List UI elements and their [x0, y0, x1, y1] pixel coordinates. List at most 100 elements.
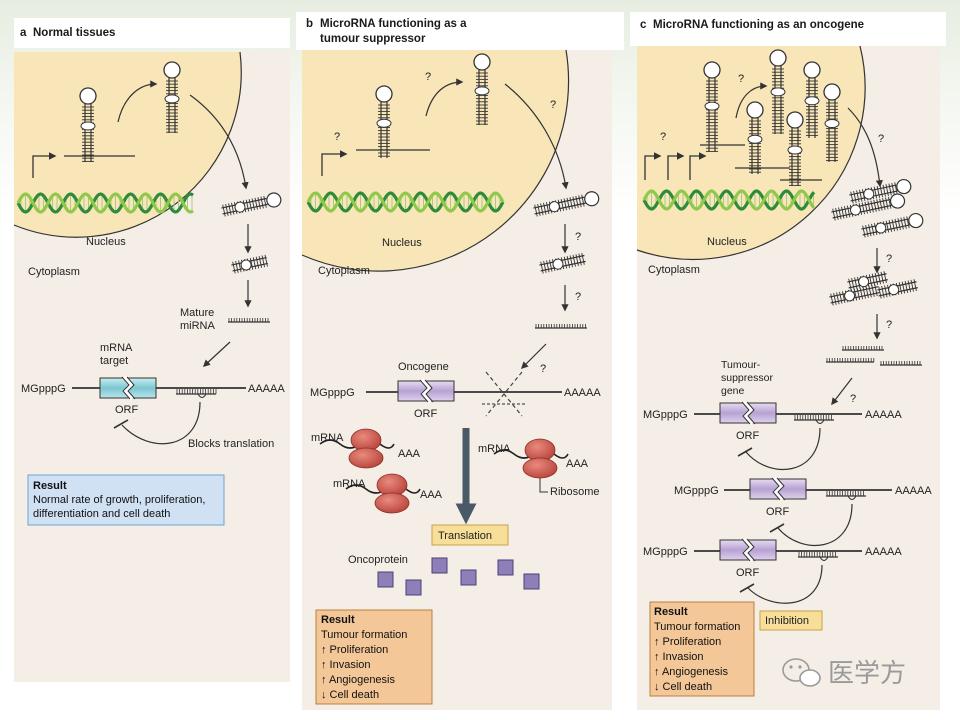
question-b-binding: ? [540, 363, 546, 375]
duplex-bulge [858, 276, 870, 288]
polya-label-c2: AAAAA [895, 485, 932, 497]
duplex-rung [868, 285, 872, 298]
duplex-rung [540, 203, 544, 216]
duplex-rung [249, 257, 254, 270]
duplex-bulge [849, 204, 861, 216]
duplex-rung [881, 285, 885, 298]
duplex-rung [885, 184, 889, 197]
duplex-rung [882, 184, 886, 197]
promoter-arrow-b [321, 150, 348, 176]
inhibition-bar-c2 [769, 523, 785, 533]
result-line-b1: Tumour formation [321, 629, 407, 641]
duplex-rung [879, 198, 883, 211]
duplex-body [533, 191, 600, 217]
result-line-c2: ↑ Proliferation [654, 636, 721, 648]
inhibition-curve-c3 [747, 564, 823, 604]
orf-break-line [741, 538, 751, 562]
duplex-rung [572, 254, 576, 267]
ribosome-pointer [539, 478, 548, 493]
aaa-label-b1: AAA [398, 448, 421, 460]
duplex-rung [566, 197, 570, 210]
orf-break-line [121, 376, 131, 400]
nucleus-label-b: Nucleus [382, 237, 422, 249]
question-c-export: ? [738, 73, 744, 85]
duplex-rung [884, 285, 888, 298]
export-arrow-b [425, 78, 464, 117]
duplex-rung [865, 224, 869, 237]
duplex-rung [854, 277, 858, 290]
cap-label-a: MGpppG [21, 383, 66, 395]
cytoplasm-label-c: Cytoplasm [648, 264, 700, 276]
duplex-bulge [240, 259, 252, 271]
nucleus-membrane-c [636, 45, 866, 260]
duplex-rung [862, 225, 866, 238]
result-line-b5: ↓ Cell death [321, 689, 379, 701]
ribosome-small-subunit [522, 457, 558, 479]
duplex-rung [848, 278, 852, 291]
orf-box-b [397, 378, 455, 404]
inhibition-label: Inhibition [765, 615, 809, 627]
duplex-rung [871, 223, 875, 236]
duplex-rung [856, 288, 861, 300]
cytoplasm-label-a: Cytoplasm [28, 266, 80, 278]
panel-b-title-bg [296, 12, 624, 50]
mirna-duplex-loop-a [221, 192, 282, 217]
duplex-rung [252, 257, 257, 270]
duplex-rung [563, 198, 567, 211]
panel-tumour-suppressor: b MicroRNA functioning as a tumour suppr… [296, 12, 624, 710]
oncoprotein-square [497, 559, 514, 576]
result-line-c1: Tumour formation [654, 621, 740, 633]
mirna-duplex-c3 [877, 279, 918, 299]
orf-label-c3: ORF [736, 567, 760, 579]
inhibition-bar-c1 [737, 447, 753, 457]
mirna-duplex-loop-b [533, 191, 600, 217]
result-line-a2: differentiation and cell death [33, 508, 170, 520]
result-line-c5: ↓ Cell death [654, 681, 712, 693]
nucleus-a [14, 52, 242, 238]
duplex-rung [868, 224, 872, 237]
duplex-loop [889, 193, 906, 209]
orf-break-line [771, 477, 781, 501]
panel-oncogene: c MicroRNA functioning as an oncogene Nu… [630, 12, 946, 710]
nucleus-label-c: Nucleus [707, 236, 747, 248]
hairpin-bulge [80, 121, 96, 131]
duplex-rung [575, 254, 579, 267]
bound-bulge [197, 393, 207, 398]
panel-b-letter: b [306, 18, 313, 30]
pre-mirna-hairpin-c3 [823, 83, 841, 162]
result-title-b: Result [321, 614, 355, 626]
orf-box-a [99, 375, 157, 401]
question-b-exit: ? [550, 99, 556, 111]
hairpin-bulge [704, 101, 720, 111]
duplex-rung [888, 183, 892, 196]
duplex-rung [537, 203, 541, 216]
duplex-rung [853, 288, 858, 301]
pri-mirna-hairpin-a [79, 87, 97, 162]
watermark: 医学方 [782, 658, 906, 689]
nucleus-label-a: Nucleus [86, 236, 126, 248]
duplex-rung [853, 190, 857, 203]
duplex-rung [885, 197, 889, 210]
duplex-rung [841, 206, 845, 219]
ribosome-label: Ribosome [550, 486, 600, 498]
hairpin-loop [823, 83, 841, 101]
mrna-label-b3: mRNA [478, 443, 511, 455]
ribosome-small-subunit [348, 447, 384, 469]
pre-mirna-hairpin-c2 [803, 61, 821, 138]
orf-break [772, 476, 784, 502]
ribosome-1 [319, 428, 395, 469]
cap-label-c3: MGpppG [643, 546, 688, 558]
panel-normal-tissues: a Normal tissues Nucleus Cytoplasm Matur… [13, 18, 290, 682]
promoter-arrow-c2 [667, 152, 685, 180]
bound-mirna-c3 [798, 552, 838, 561]
mirna-duplex-c2 [829, 284, 880, 306]
question-b-promoter: ? [334, 131, 340, 143]
duplex-loop [266, 192, 282, 208]
dna-strand [306, 191, 505, 213]
duplex-rung [891, 219, 895, 232]
duplex-rung [540, 261, 544, 274]
orf-box-c3 [719, 537, 777, 563]
duplex-rung [563, 256, 568, 269]
hairpin-bulge [164, 94, 180, 104]
duplex-rung [842, 291, 846, 304]
